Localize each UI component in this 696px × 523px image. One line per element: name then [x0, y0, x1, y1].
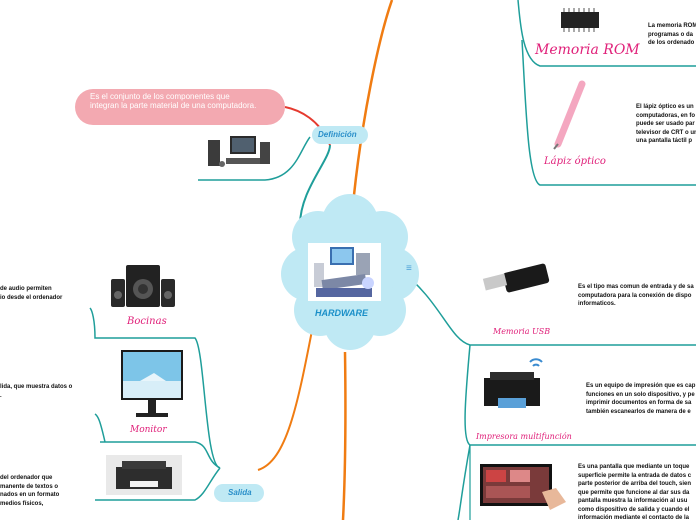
impresora-multifuncion-text: Es un equipo de impresión que es cap fun…	[586, 383, 696, 415]
root-label[interactable]: HARDWARE	[315, 308, 368, 318]
definition-text: Es el conjunto de los componentes que in…	[90, 92, 257, 110]
bocinas-text: de audio permiten io desde el ordenador	[0, 286, 63, 301]
printer-output-text: del ordenador que manente de textos o na…	[0, 475, 60, 507]
salida-node[interactable]	[214, 484, 264, 502]
touchscreen-image	[478, 462, 568, 514]
speakers-image	[108, 263, 178, 309]
branch-top	[352, 0, 394, 196]
memoria-rom-label[interactable]: Memoria ROM	[535, 42, 640, 58]
optical-pen-image	[548, 80, 588, 150]
memoria-rom-text: La memoria ROM programas o da de los ord…	[648, 23, 696, 46]
memoria-usb-text: Es el tipo mas comun de entrada y de sa …	[578, 284, 694, 307]
multifunction-printer-image	[478, 356, 548, 414]
branch-bottom	[341, 351, 347, 520]
lapiz-optico-text: El lápiz óptico es un computadoras, en f…	[636, 104, 696, 144]
branch-definicion	[299, 144, 331, 226]
usb-image	[476, 248, 552, 310]
salida-label: Salida	[228, 488, 252, 497]
definicion-node[interactable]	[312, 126, 368, 144]
computer-set-image	[200, 134, 274, 170]
monitor-text: lida, que muestra datos o .	[0, 384, 73, 399]
touchscreen-text: Es una pantalla que mediante un toque su…	[578, 464, 692, 521]
definicion-label: Definición	[318, 130, 357, 139]
note-icon[interactable]: ≡	[406, 263, 412, 274]
hardware-image	[308, 243, 381, 301]
lapiz-optico-label[interactable]: Lápiz óptico	[544, 156, 606, 167]
definition-text-node[interactable]: Es el conjunto de los componentes que in…	[75, 89, 285, 125]
bocinas-label[interactable]: Bocinas	[127, 316, 167, 327]
impresora-multifuncion-label[interactable]: Impresora multifunción	[476, 432, 572, 441]
printer-image	[106, 455, 182, 495]
memoria-usb-label[interactable]: Memoria USB	[493, 327, 551, 336]
rom-chip-image	[555, 4, 605, 38]
monitor-label[interactable]: Monitor	[130, 425, 167, 435]
monitor-image	[120, 349, 184, 423]
